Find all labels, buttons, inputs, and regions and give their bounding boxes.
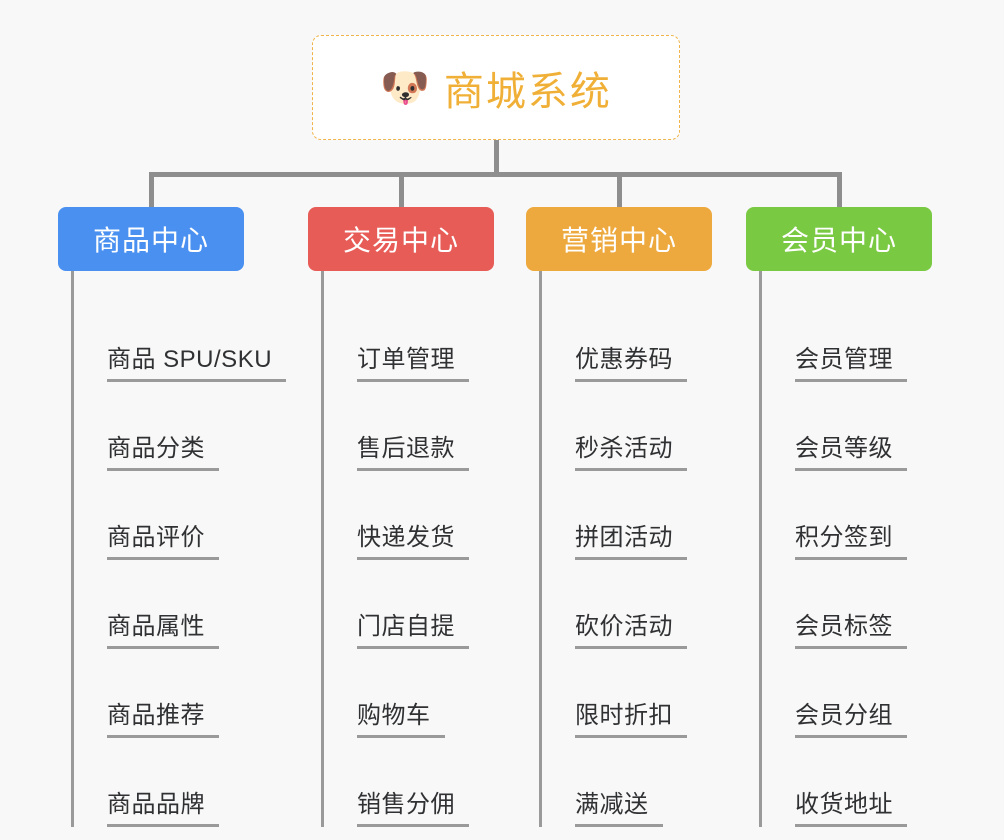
leaf-label: 秒杀活动 xyxy=(575,435,673,462)
leaf-underline: 收货地址 xyxy=(795,784,907,827)
leaf-item[interactable]: 商品评价 xyxy=(74,471,244,560)
leaf-label: 拼团活动 xyxy=(575,524,673,551)
leaf-label: 砍价活动 xyxy=(575,613,673,640)
leaf-underline: 商品分类 xyxy=(107,428,219,471)
category-column-trade-center: 交易中心订单管理售后退款快递发货门店自提购物车销售分佣 xyxy=(308,207,494,827)
leaf-label: 商品品牌 xyxy=(107,791,205,818)
leaf-underline: 限时折扣 xyxy=(575,695,687,738)
leaf-underline: 购物车 xyxy=(357,695,445,738)
leaf-item[interactable]: 购物车 xyxy=(324,649,494,738)
leaf-item[interactable]: 商品品牌 xyxy=(74,738,244,827)
connector-drop-product-center xyxy=(149,172,154,208)
leaf-label: 商品推荐 xyxy=(107,702,205,729)
leaf-label: 积分签到 xyxy=(795,524,893,551)
leaf-item[interactable]: 收货地址 xyxy=(762,738,932,827)
leaf-label: 快递发货 xyxy=(357,524,455,551)
leaf-underline: 售后退款 xyxy=(357,428,469,471)
category-label: 营销中心 xyxy=(560,225,677,256)
leaf-underline: 商品评价 xyxy=(107,517,219,560)
leaf-underline: 商品属性 xyxy=(107,606,219,649)
leaf-label: 满减送 xyxy=(575,791,649,818)
leaf-label: 购物车 xyxy=(357,702,431,729)
leaf-list-member-center: 会员管理会员等级积分签到会员标签会员分组收货地址 xyxy=(759,271,932,827)
leaf-label: 订单管理 xyxy=(357,346,455,373)
leaf-item[interactable]: 积分签到 xyxy=(762,471,932,560)
leaf-item[interactable]: 门店自提 xyxy=(324,560,494,649)
leaf-list-product-center: 商品 SPU/SKU 商品分类商品评价商品属性商品推荐商品品牌 xyxy=(71,271,287,827)
leaf-label: 售后退款 xyxy=(357,435,455,462)
leaf-label: 商品评价 xyxy=(107,524,205,551)
leaf-underline: 会员等级 xyxy=(795,428,907,471)
leaf-item[interactable]: 会员标签 xyxy=(762,560,932,649)
leaf-item[interactable]: 满减送 xyxy=(542,738,712,827)
root-title: 商城系统 xyxy=(443,69,612,114)
category-column-product-center: 商品中心商品 SPU/SKU 商品分类商品评价商品属性商品推荐商品品牌 xyxy=(58,207,287,827)
leaf-underline: 积分签到 xyxy=(795,517,907,560)
leaf-label: 商品 SPU/SKU xyxy=(107,346,273,373)
category-label: 交易中心 xyxy=(342,225,459,256)
leaf-item[interactable]: 秒杀活动 xyxy=(542,382,712,471)
leaf-item[interactable]: 售后退款 xyxy=(324,382,494,471)
leaf-label: 限时折扣 xyxy=(575,702,673,729)
category-box-marketing-center[interactable]: 营销中心 xyxy=(526,207,712,271)
leaf-item[interactable]: 商品属性 xyxy=(74,560,244,649)
leaf-underline: 砍价活动 xyxy=(575,606,687,649)
leaf-label: 会员等级 xyxy=(795,435,893,462)
leaf-underline: 订单管理 xyxy=(357,339,469,382)
leaf-list-trade-center: 订单管理售后退款快递发货门店自提购物车销售分佣 xyxy=(321,271,494,827)
connector-drop-member-center xyxy=(837,172,842,208)
leaf-underline: 会员管理 xyxy=(795,339,907,382)
category-label: 商品中心 xyxy=(92,225,209,256)
leaf-underline: 拼团活动 xyxy=(575,517,687,560)
leaf-underline: 商品品牌 xyxy=(107,784,219,827)
leaf-underline: 快递发货 xyxy=(357,517,469,560)
leaf-label: 会员管理 xyxy=(795,346,893,373)
leaf-item[interactable]: 优惠券码 xyxy=(542,293,712,382)
leaf-label: 商品分类 xyxy=(107,435,205,462)
leaf-underline: 满减送 xyxy=(575,784,663,827)
category-box-trade-center[interactable]: 交易中心 xyxy=(308,207,494,271)
leaf-label: 门店自提 xyxy=(357,613,455,640)
leaf-underline: 秒杀活动 xyxy=(575,428,687,471)
leaf-item[interactable]: 商品分类 xyxy=(74,382,244,471)
root-node[interactable]: 🐶 商城系统 xyxy=(312,35,680,140)
leaf-item[interactable]: 会员管理 xyxy=(762,293,932,382)
leaf-underline: 门店自提 xyxy=(357,606,469,649)
leaf-list-marketing-center: 优惠券码秒杀活动拼团活动砍价活动限时折扣满减送 xyxy=(539,271,712,827)
connector-root-stem xyxy=(494,140,499,175)
leaf-item[interactable]: 砍价活动 xyxy=(542,560,712,649)
leaf-underline: 销售分佣 xyxy=(357,784,469,827)
leaf-item[interactable]: 快递发货 xyxy=(324,471,494,560)
leaf-label: 销售分佣 xyxy=(357,791,455,818)
connector-drop-trade-center xyxy=(399,172,404,208)
dog-face-icon: 🐶 xyxy=(380,65,430,110)
leaf-label: 商品属性 xyxy=(107,613,205,640)
leaf-underline: 优惠券码 xyxy=(575,339,687,382)
leaf-underline: 会员标签 xyxy=(795,606,907,649)
category-column-marketing-center: 营销中心优惠券码秒杀活动拼团活动砍价活动限时折扣满减送 xyxy=(526,207,712,827)
leaf-item[interactable]: 会员分组 xyxy=(762,649,932,738)
connector-drop-marketing-center xyxy=(617,172,622,208)
leaf-label: 收货地址 xyxy=(795,791,893,818)
category-column-member-center: 会员中心会员管理会员等级积分签到会员标签会员分组收货地址 xyxy=(746,207,932,827)
leaf-item[interactable]: 商品推荐 xyxy=(74,649,244,738)
category-label: 会员中心 xyxy=(780,225,897,256)
leaf-item[interactable]: 销售分佣 xyxy=(324,738,494,827)
leaf-underline: 会员分组 xyxy=(795,695,907,738)
leaf-label: 会员分组 xyxy=(795,702,893,729)
leaf-underline: 商品推荐 xyxy=(107,695,219,738)
leaf-item[interactable]: 商品 SPU/SKU xyxy=(74,293,287,382)
leaf-underline: 商品 SPU/SKU xyxy=(107,339,287,382)
category-box-member-center[interactable]: 会员中心 xyxy=(746,207,932,271)
leaf-item[interactable]: 会员等级 xyxy=(762,382,932,471)
connector-horizontal-bus xyxy=(149,172,839,177)
category-box-product-center[interactable]: 商品中心 xyxy=(58,207,244,271)
leaf-item[interactable]: 订单管理 xyxy=(324,293,494,382)
leaf-item[interactable]: 限时折扣 xyxy=(542,649,712,738)
leaf-label: 会员标签 xyxy=(795,613,893,640)
leaf-item[interactable]: 拼团活动 xyxy=(542,471,712,560)
leaf-label: 优惠券码 xyxy=(575,346,673,373)
